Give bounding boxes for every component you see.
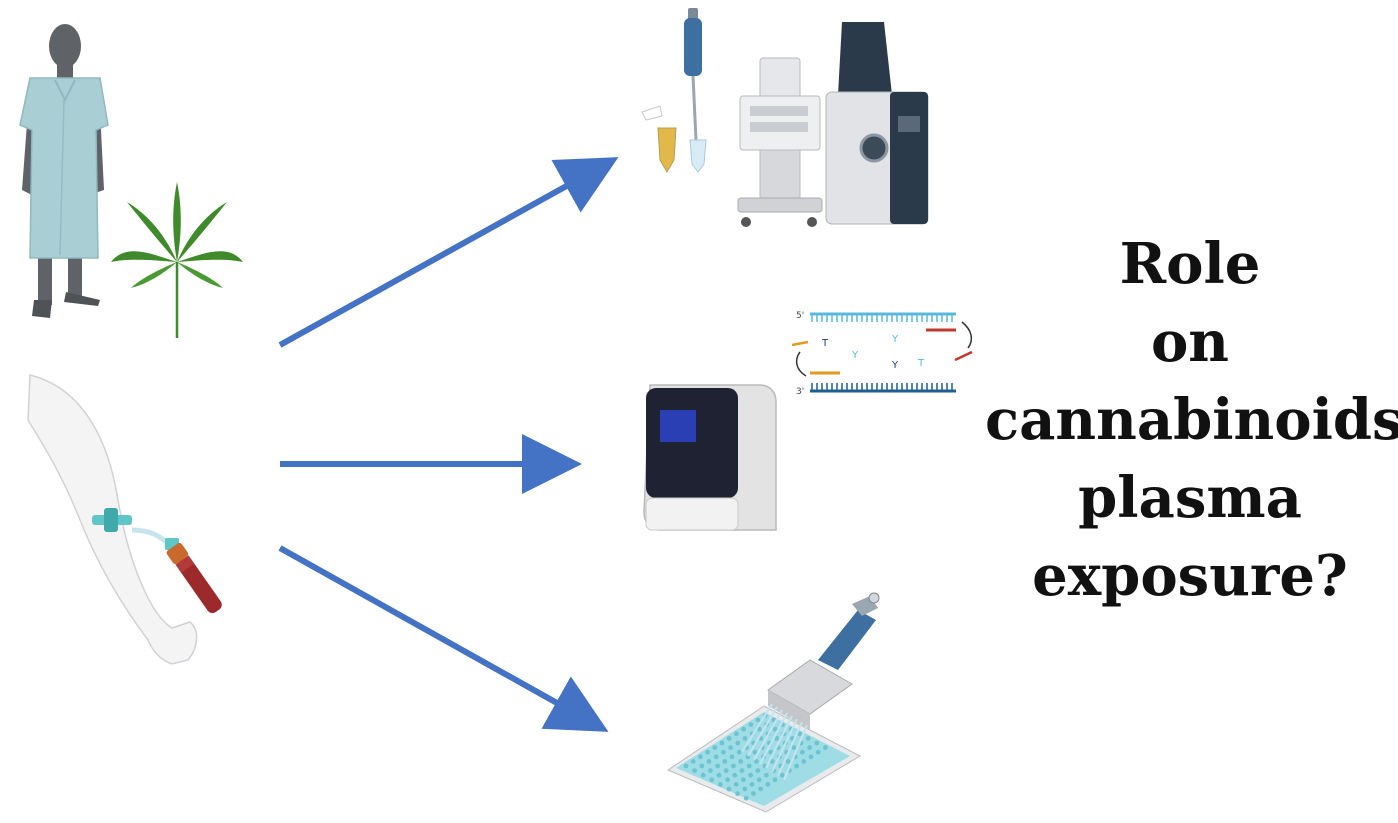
lc-ms-instrument-icon: [641, 8, 929, 227]
svg-text:T: T: [917, 358, 925, 369]
patient-in-gown-icon: [19, 24, 109, 318]
arrow-to-elisa: [278, 545, 609, 732]
svg-text:Y: Y: [891, 334, 899, 345]
question-line-2: on: [1150, 309, 1230, 375]
dna-amplification-icon: 5' 3' T Y Y Y T: [791, 311, 973, 397]
svg-text:T: T: [821, 338, 829, 349]
question-line-3: cannabinoids: [985, 387, 1398, 453]
research-question: Role on cannabinoids plasma exposure?: [985, 225, 1398, 615]
strand-label-5prime: 5': [796, 311, 804, 321]
pcr-thermocycler-icon: [643, 384, 777, 531]
svg-text:Y: Y: [891, 360, 899, 371]
multichannel-pipette-plate-icon: [666, 592, 880, 813]
question-line-5: exposure?: [1032, 543, 1348, 609]
question-line-1: Role: [1119, 231, 1261, 297]
cannabis-leaf-icon: [111, 182, 243, 338]
strand-label-3prime: 3': [796, 387, 804, 397]
arrow-to-mass-spectrometry: [278, 157, 619, 348]
arm-blood-draw-icon: [27, 374, 222, 665]
svg-text:Y: Y: [851, 350, 859, 361]
question-line-4: plasma: [1078, 465, 1302, 531]
